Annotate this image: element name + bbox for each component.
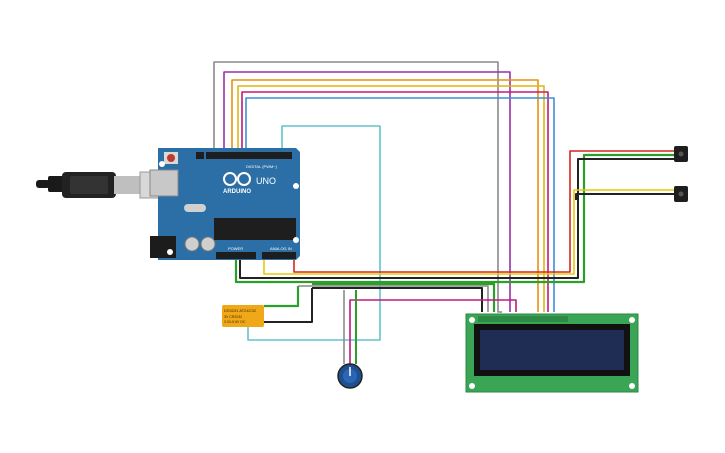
power-header[interactable] bbox=[216, 252, 256, 259]
wire-green-sensor[interactable] bbox=[234, 153, 676, 284]
arduino-brand: ARDUINO bbox=[223, 189, 251, 195]
mount-hole bbox=[629, 317, 635, 323]
mount-hole bbox=[469, 317, 475, 323]
sensor-icon[interactable] bbox=[674, 146, 688, 162]
rtc-module[interactable]: DS3231 AT24C32 3V CR2032 3.3V-5.5V DC bbox=[222, 305, 264, 327]
rtc-line3: 3.3V-5.5V DC bbox=[224, 320, 246, 324]
lcd-pin-header[interactable] bbox=[478, 316, 568, 322]
digital-header[interactable] bbox=[206, 152, 292, 159]
rtc-line2: 3V CR2032 bbox=[224, 315, 242, 319]
arduino-model: UNO bbox=[256, 176, 276, 186]
mount-hole bbox=[159, 161, 165, 167]
aux-header[interactable] bbox=[196, 152, 204, 159]
mount-hole bbox=[167, 249, 173, 255]
usb-port bbox=[149, 169, 179, 197]
wires bbox=[213, 61, 676, 364]
mount-hole bbox=[293, 183, 299, 189]
wire-gray-bus[interactable] bbox=[298, 285, 489, 312]
digital-label: DIGITAL (PWM~) bbox=[246, 164, 278, 169]
arduino-logo-icon bbox=[223, 172, 251, 186]
wire-black-sensor-2[interactable] bbox=[575, 193, 676, 200]
crystal bbox=[184, 204, 206, 212]
wire-green-bus[interactable] bbox=[312, 282, 496, 312]
wire-orange[interactable] bbox=[231, 79, 539, 312]
power-label: POWER bbox=[228, 246, 243, 251]
mount-hole bbox=[293, 237, 299, 243]
atmega-chip bbox=[214, 218, 296, 240]
lcd-screen bbox=[480, 330, 624, 370]
mount-hole bbox=[469, 383, 475, 389]
wire-yellow[interactable] bbox=[237, 85, 545, 312]
wire-gray[interactable] bbox=[213, 61, 502, 313]
capacitor bbox=[200, 236, 216, 252]
wire-black-bus[interactable] bbox=[312, 287, 483, 312]
mount-hole bbox=[629, 383, 635, 389]
sensor-icon-2[interactable] bbox=[674, 186, 688, 202]
power-jack-icon[interactable] bbox=[150, 236, 176, 258]
wire-blue[interactable] bbox=[245, 97, 555, 312]
wire-red[interactable] bbox=[293, 150, 676, 273]
wire-black-rtc[interactable] bbox=[264, 288, 313, 323]
wire-magenta-top[interactable] bbox=[241, 91, 549, 312]
wire-teal[interactable] bbox=[247, 125, 381, 341]
wire-black-sensor[interactable] bbox=[239, 158, 676, 279]
capacitor bbox=[184, 236, 200, 252]
wire-green-rtc[interactable] bbox=[264, 286, 300, 308]
wire-purple[interactable] bbox=[223, 71, 511, 312]
rtc-line1: DS3231 AT24C32 bbox=[224, 308, 257, 313]
arduino-board[interactable]: ARDUINO UNO DIGITAL (PWM~) POWER ANALOG … bbox=[149, 148, 300, 260]
analog-label: ANALOG IN bbox=[270, 246, 292, 251]
potentiometer-icon[interactable] bbox=[337, 363, 363, 389]
wire-pot-magenta[interactable] bbox=[349, 299, 517, 364]
wire-yellow-sensor[interactable] bbox=[263, 189, 676, 275]
analog-header[interactable] bbox=[262, 252, 296, 259]
lcd-display[interactable] bbox=[465, 313, 639, 393]
